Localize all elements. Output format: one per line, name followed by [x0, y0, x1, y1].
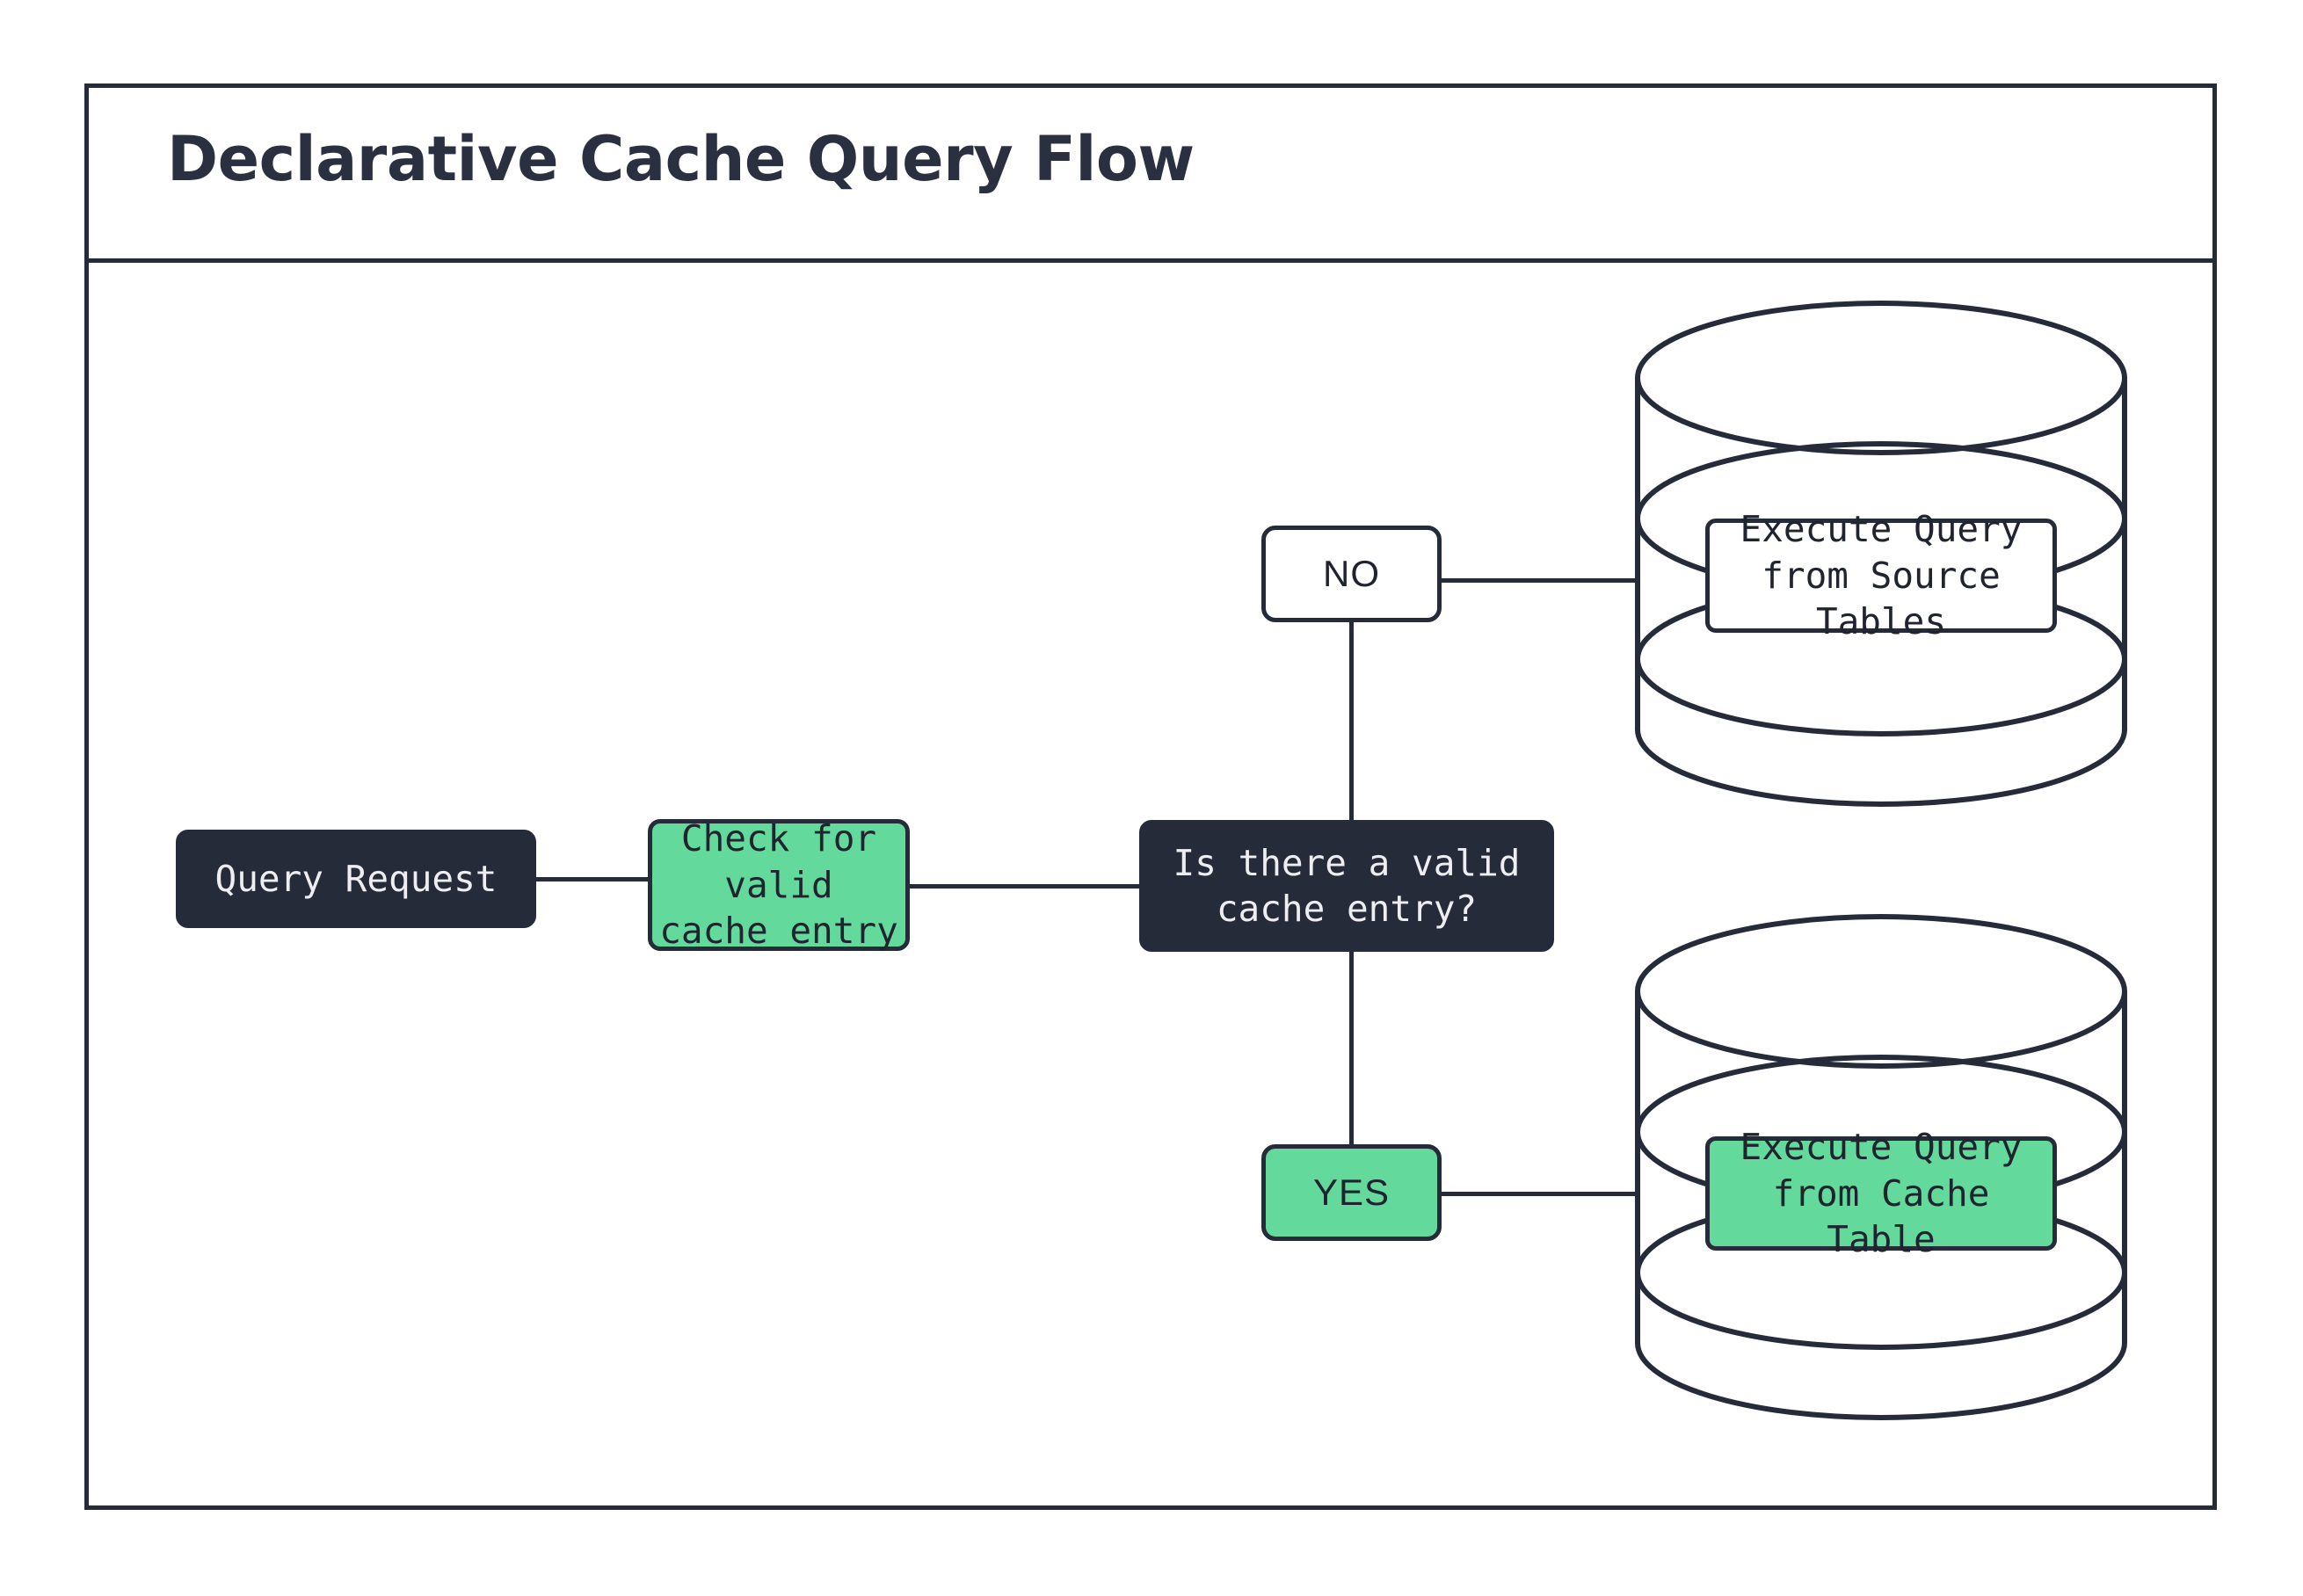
page-title: Declarative Cache Query Flow [167, 123, 1195, 195]
diagram-frame [84, 83, 2217, 1510]
node-decision-valid-cache-entry[interactable]: Is there a valid cache entry? [1139, 820, 1554, 952]
edge-check-cache-to-decision [908, 884, 1142, 889]
edge-label-no[interactable]: NO [1261, 526, 1442, 622]
edge-decision-to-no [1349, 580, 1354, 824]
edge-yes-to-cache-table [1439, 1192, 1638, 1196]
node-source-tables-label: Execute Query from Source Tables [1705, 508, 2057, 642]
node-query-request[interactable]: Query Request [176, 830, 536, 928]
node-cache-table-label: Execute Query from Cache Table [1705, 1126, 2057, 1260]
edge-query-request-to-check-cache [534, 877, 650, 881]
database-cylinder-source-tables: Execute Query from Source Tables [1631, 301, 2132, 817]
edge-no-to-source-tables [1439, 578, 1638, 583]
edge-label-yes[interactable]: YES [1261, 1144, 1442, 1241]
node-check-for-valid-cache-entry[interactable]: Check for valid cache entry [648, 817, 910, 952]
edge-decision-to-yes [1349, 949, 1354, 1147]
database-cylinder-cache-table: Execute Query from Cache Table [1631, 914, 2132, 1431]
diagram-header-bar [84, 83, 2217, 263]
